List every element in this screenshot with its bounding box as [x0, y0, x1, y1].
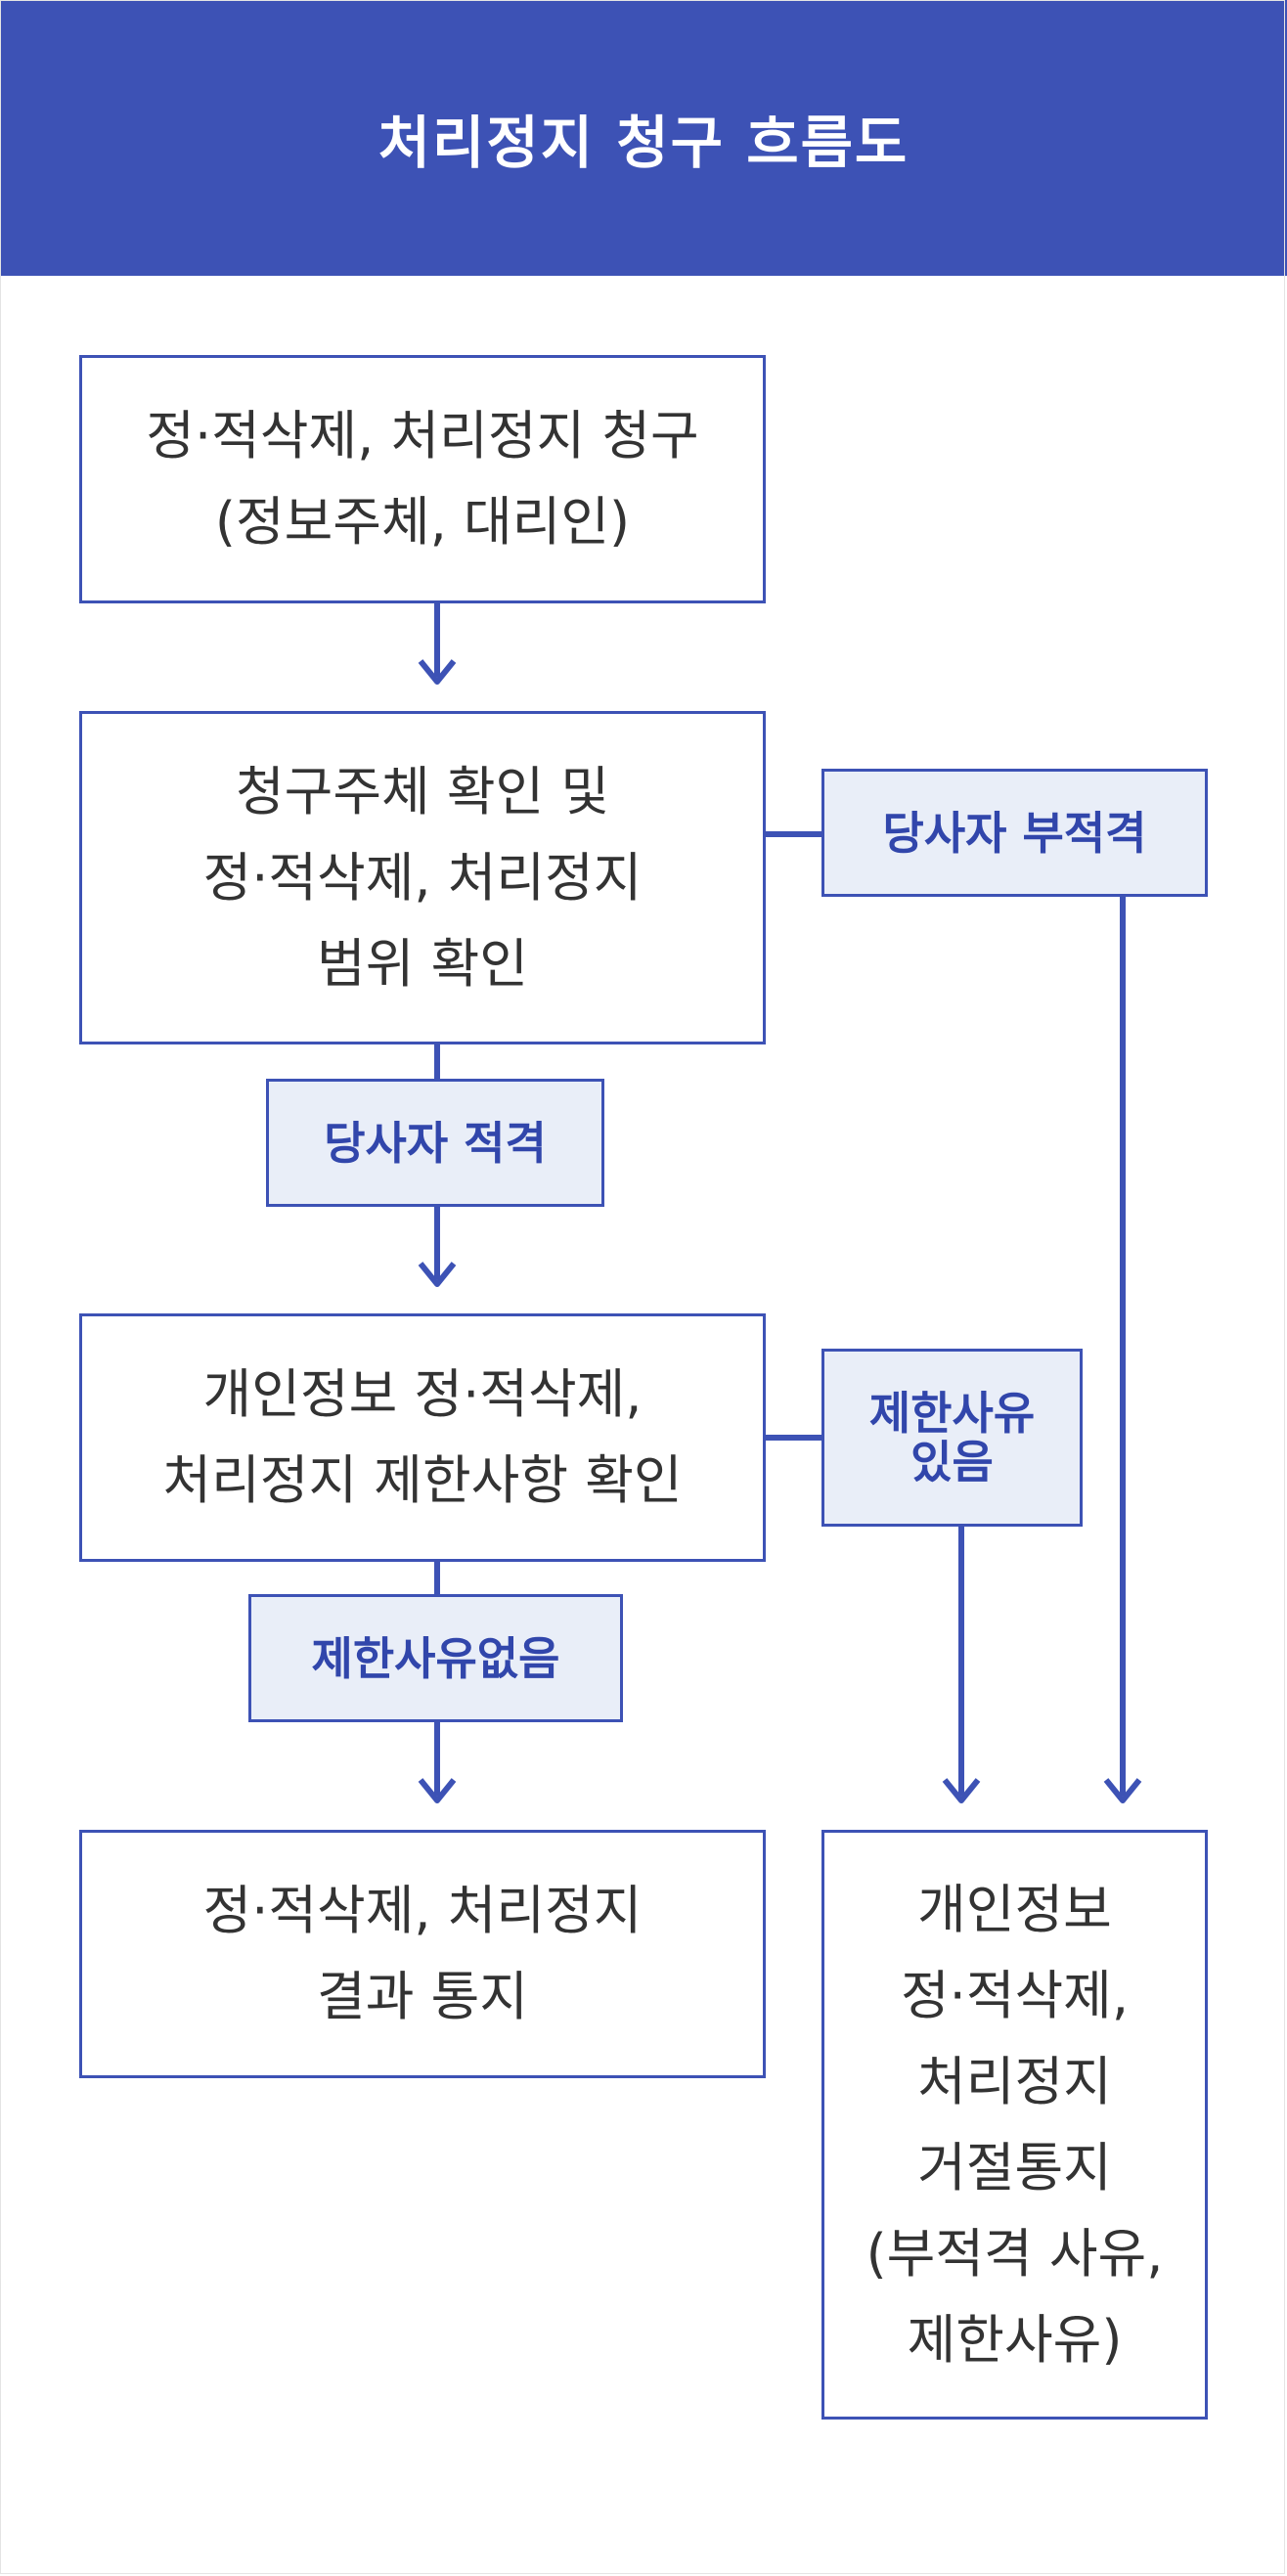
- arrowhead-result: [418, 1778, 457, 1803]
- request-line-2: (정보주체, 대리인): [214, 491, 631, 553]
- verify-line-3: 범위 확인: [317, 932, 528, 995]
- arrowhead-rejection-restriction: [942, 1778, 981, 1803]
- rejection-line-3: 처리정지: [917, 2050, 1112, 2112]
- result-notice-box: 정·적삭제, 처리정지 결과 통지: [79, 1830, 766, 2078]
- rejection-line-5: (부적격 사유,: [865, 2222, 1164, 2285]
- verify-line-2: 정·적삭제, 처리정지: [202, 846, 643, 909]
- ineligible-label: 당사자 부적격: [821, 769, 1208, 897]
- restriction-check-box: 개인정보 정·적삭제, 처리정지 제한사항 확인: [79, 1313, 766, 1562]
- rejection-notice-box: 개인정보 정·적삭제, 처리정지 거절통지 (부적격 사유, 제한사유): [821, 1830, 1208, 2420]
- eligible-label: 당사자 적격: [266, 1079, 604, 1207]
- header-banner: 처리정지 청구 흐름도: [0, 0, 1287, 276]
- restriction-exists-label: 제한사유 있음: [821, 1349, 1083, 1527]
- result-line-2: 결과 통지: [317, 1966, 528, 2027]
- no-restriction-label: 제한사유없음: [248, 1594, 623, 1722]
- result-line-1: 정·적삭제, 처리정지: [202, 1880, 643, 1941]
- arrowhead-rejection-ineligible: [1103, 1778, 1142, 1803]
- restriction-line-2: 처리정지 제한사항 확인: [162, 1449, 683, 1511]
- verify-box: 청구주체 확인 및 정·적삭제, 처리정지 범위 확인: [79, 711, 766, 1044]
- page-title: 처리정지 청구 흐름도: [377, 110, 910, 176]
- verify-line-1: 청구주체 확인 및: [235, 760, 610, 822]
- rejection-line-2: 정·적삭제,: [900, 1964, 1130, 2026]
- rejection-line-4: 거절통지: [917, 2136, 1112, 2198]
- request-line-1: 정·적삭제, 처리정지 청구: [146, 405, 699, 466]
- restriction-line-1: 개인정보 정·적삭제,: [202, 1363, 643, 1425]
- rejection-line-6: 제한사유): [907, 2308, 1123, 2371]
- rejection-line-1: 개인정보: [917, 1878, 1112, 1940]
- arrowhead-restriction: [418, 1262, 457, 1287]
- arrowhead-verify: [418, 659, 457, 685]
- request-box: 정·적삭제, 처리정지 청구 (정보주체, 대리인): [79, 355, 766, 603]
